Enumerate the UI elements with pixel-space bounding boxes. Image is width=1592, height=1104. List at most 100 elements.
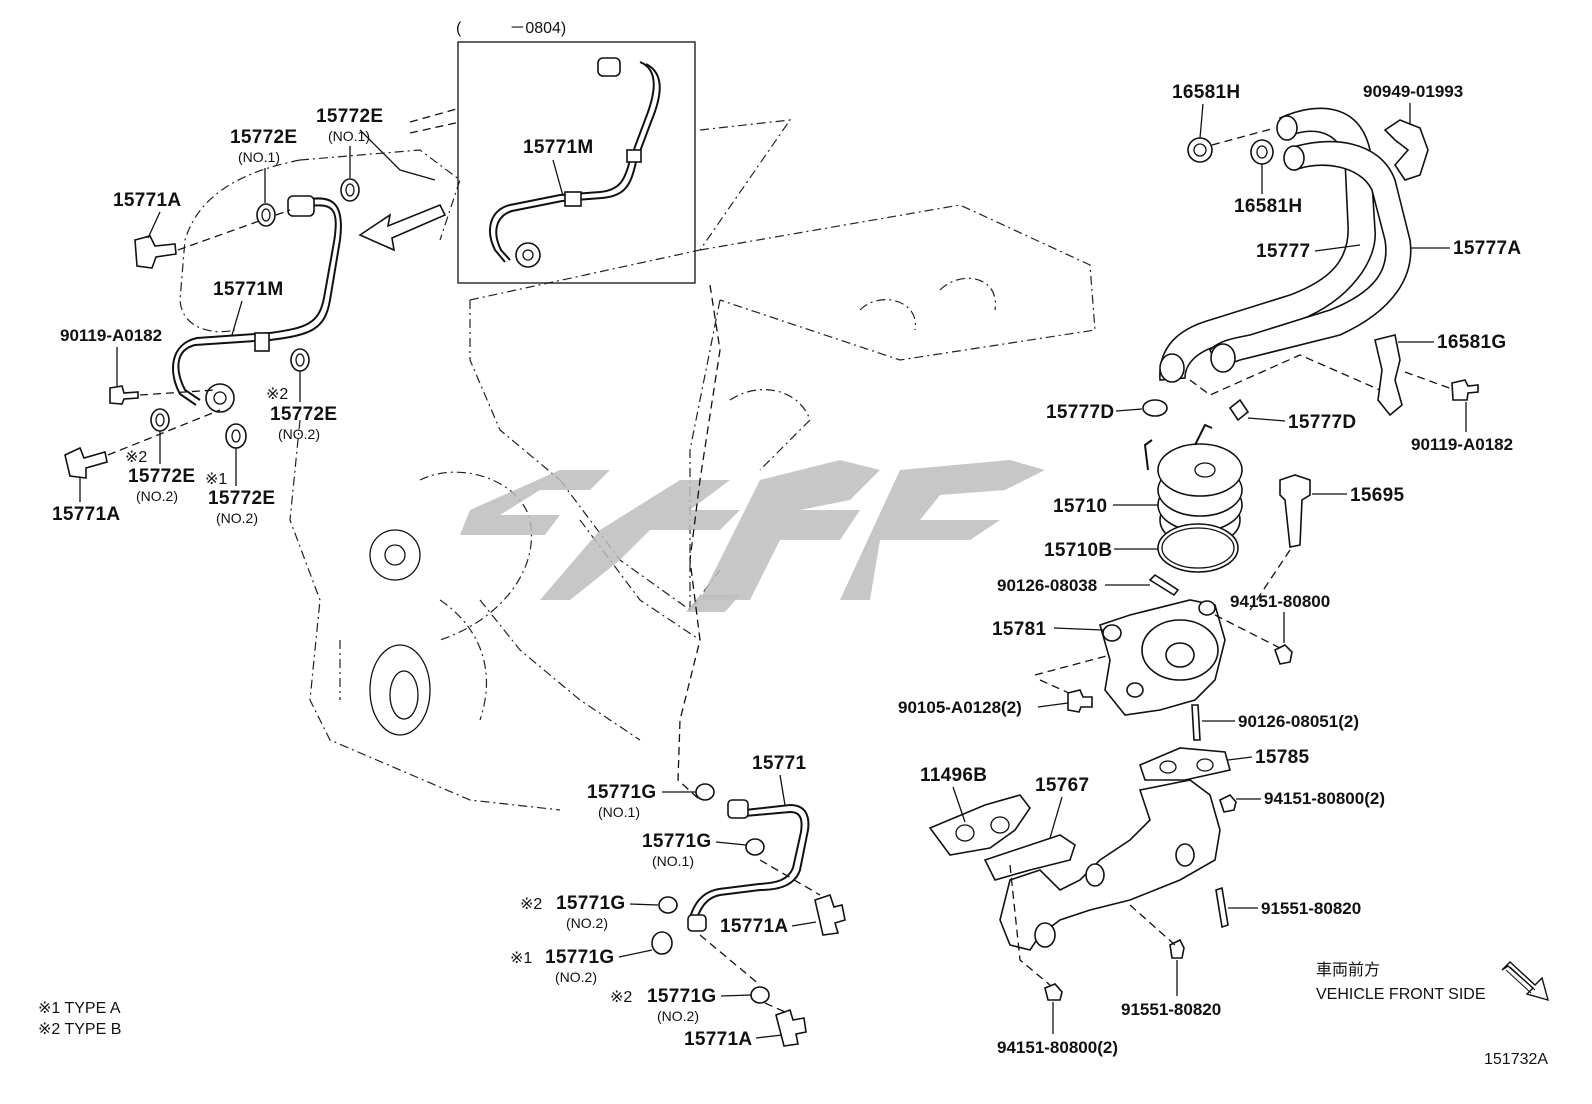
clamp-16581h-icon <box>1187 137 1213 163</box>
label-15710: 15710 <box>1053 496 1107 517</box>
label-15771a-top: 15771A <box>113 190 181 211</box>
label-15771g-a: 15771G <box>587 782 656 803</box>
label-15777d-left: 15777D <box>1046 402 1114 423</box>
inset-range-label: ( －0804) <box>456 20 566 37</box>
label-16581h-a: 16581H <box>1172 82 1240 103</box>
gasket-icon <box>256 203 276 227</box>
label-15772e-no2-c-mark: ※1 <box>205 471 227 488</box>
clamp-15777d-icon <box>1228 398 1250 422</box>
label-94151-80800-a: 94151-80800 <box>1230 592 1330 611</box>
label-15785: 15785 <box>1255 747 1309 768</box>
label-94151-80800-b: 94151-80800(2) <box>1264 789 1385 808</box>
label-15771g-e: 15771G <box>647 986 716 1007</box>
right-assembly: 16581H 90949-01993 16581H 15777 15777A 1… <box>898 82 1521 1057</box>
label-94151-80800-c: 94151-80800(2) <box>997 1038 1118 1057</box>
label-15710b: 15710B <box>1044 540 1112 561</box>
clamp-16581h-icon <box>1250 139 1274 165</box>
direction-arrow-icon <box>358 203 447 252</box>
label-15772e-no2-r-sub: (NO.2) <box>278 426 320 442</box>
label-15772e-no1-b: 15772E <box>316 106 383 127</box>
direction-en-label: VEHICLE FRONT SIDE <box>1316 986 1486 1003</box>
label-15772e-no2-r: 15772E <box>270 404 337 425</box>
label-15771g-c-sub: (NO.2) <box>566 915 608 931</box>
gasket-icon <box>340 178 360 202</box>
label-91551-80820-b: 91551-80820 <box>1121 1000 1221 1019</box>
direction-indicator: 車両前方 VEHICLE FRONT SIDE <box>1316 961 1550 1003</box>
label-15771g-d-sub: (NO.2) <box>555 969 597 985</box>
bottom-assembly: 15771 15771G (NO.1) 15771G (NO.1) ※2 157… <box>510 284 846 1050</box>
inset-box: ( －0804) 15771M <box>456 20 696 284</box>
pipe-nut-icon <box>287 195 315 217</box>
nut-94151-icon <box>1274 644 1293 665</box>
gasket-icon <box>150 408 170 432</box>
figure-id: 151732A <box>1484 1051 1548 1068</box>
label-15772e-no2-r-mark: ※2 <box>266 386 288 403</box>
gasket-icon <box>290 348 310 372</box>
label-15772e-no1-a: 15772E <box>230 127 297 148</box>
label-90105-a0128: 90105-A0128(2) <box>898 698 1022 717</box>
gasket-15785-icon <box>1139 747 1231 781</box>
label-91551-80820-a: 91551-80820 <box>1261 899 1361 918</box>
label-15771g-a-sub: (NO.1) <box>598 804 640 820</box>
bolt-15771a-mid-icon <box>814 893 846 936</box>
legend: ※1 TYPE A ※2 TYPE B <box>38 1000 121 1038</box>
bolt-15771a-low-icon <box>775 1008 807 1047</box>
label-15767: 15767 <box>1035 775 1089 796</box>
label-15777a: 15777A <box>1453 238 1521 259</box>
gasket-icon <box>745 838 765 856</box>
label-15777d-right: 15777D <box>1288 412 1356 433</box>
left-assembly: 15771A 15772E (NO.1) 15772E (NO.1) 15771… <box>52 106 383 526</box>
bolt-15771a-bottom-icon <box>64 446 108 479</box>
label-15771g-e-sub: (NO.2) <box>657 1008 699 1024</box>
nut-94151-icon <box>1044 983 1063 1001</box>
label-15772e-no1-b-sub: (NO.1) <box>328 128 370 144</box>
bolt-90119-icon <box>109 385 139 405</box>
label-15772e-no2-l: 15772E <box>128 466 195 487</box>
bracket-16581g-icon <box>1374 334 1403 417</box>
label-90119-a0182-right: 90119-A0182 <box>1411 435 1513 454</box>
gasket-icon <box>695 783 715 801</box>
label-16581h-b: 16581H <box>1234 196 1302 217</box>
label-15772e-no2-c: 15772E <box>208 488 275 509</box>
label-11496b: 11496B <box>920 765 987 786</box>
bolt-90105-icon <box>1067 689 1093 713</box>
label-15771: 15771 <box>752 753 806 774</box>
label-15771g-c-mark: ※2 <box>520 896 542 913</box>
label-15777: 15777 <box>1256 241 1310 262</box>
label-15772e-no1-a-sub: (NO.1) <box>238 149 280 165</box>
union-icon <box>651 931 673 955</box>
label-15771g-b-sub: (NO.1) <box>652 853 694 869</box>
oil-filter-bracket-15781-icon <box>1099 599 1226 716</box>
bolt-91551-icon <box>1215 886 1229 929</box>
label-90119-a0182: 90119-A0182 <box>60 326 162 345</box>
label-15771m: 15771M <box>213 279 283 300</box>
union-icon <box>225 423 247 449</box>
label-15772e-no2-l-mark: ※2 <box>125 449 147 466</box>
watermark-logo <box>460 460 1045 612</box>
label-15771g-c: 15771G <box>556 893 625 914</box>
label-15771a-mid: 15771A <box>720 916 788 937</box>
label-16581g: 16581G <box>1437 332 1506 353</box>
label-90126-08051: 90126-08051(2) <box>1238 712 1359 731</box>
label-15771g-e-mark: ※2 <box>610 989 632 1006</box>
gasket-11496b-icon <box>928 794 1031 856</box>
bolt-90119-right-icon <box>1451 379 1479 401</box>
o-ring-15710b-icon <box>1157 523 1239 573</box>
pipe-15767-icon <box>983 779 1221 951</box>
direction-jp-label: 車両前方 <box>1316 961 1380 979</box>
label-15771g-d-mark: ※1 <box>510 950 532 967</box>
nut-94151-icon <box>1219 794 1237 813</box>
label-15772e-no2-l-sub: (NO.2) <box>136 488 178 504</box>
label-15771g-d: 15771G <box>545 947 614 968</box>
arrow-down-right-icon <box>1501 961 1550 1002</box>
inset-part-15771m-label: 15771M <box>523 137 593 158</box>
label-15695: 15695 <box>1350 485 1404 506</box>
label-15771a-bottom: 15771A <box>52 504 120 525</box>
clamp-15777d-icon <box>1142 399 1168 417</box>
stud-90126-08051-icon <box>1191 704 1201 741</box>
label-15771a-low: 15771A <box>684 1029 752 1050</box>
legend-type-a: ※1 TYPE A <box>38 1000 121 1017</box>
label-90126-08038: 90126-08038 <box>997 576 1097 595</box>
